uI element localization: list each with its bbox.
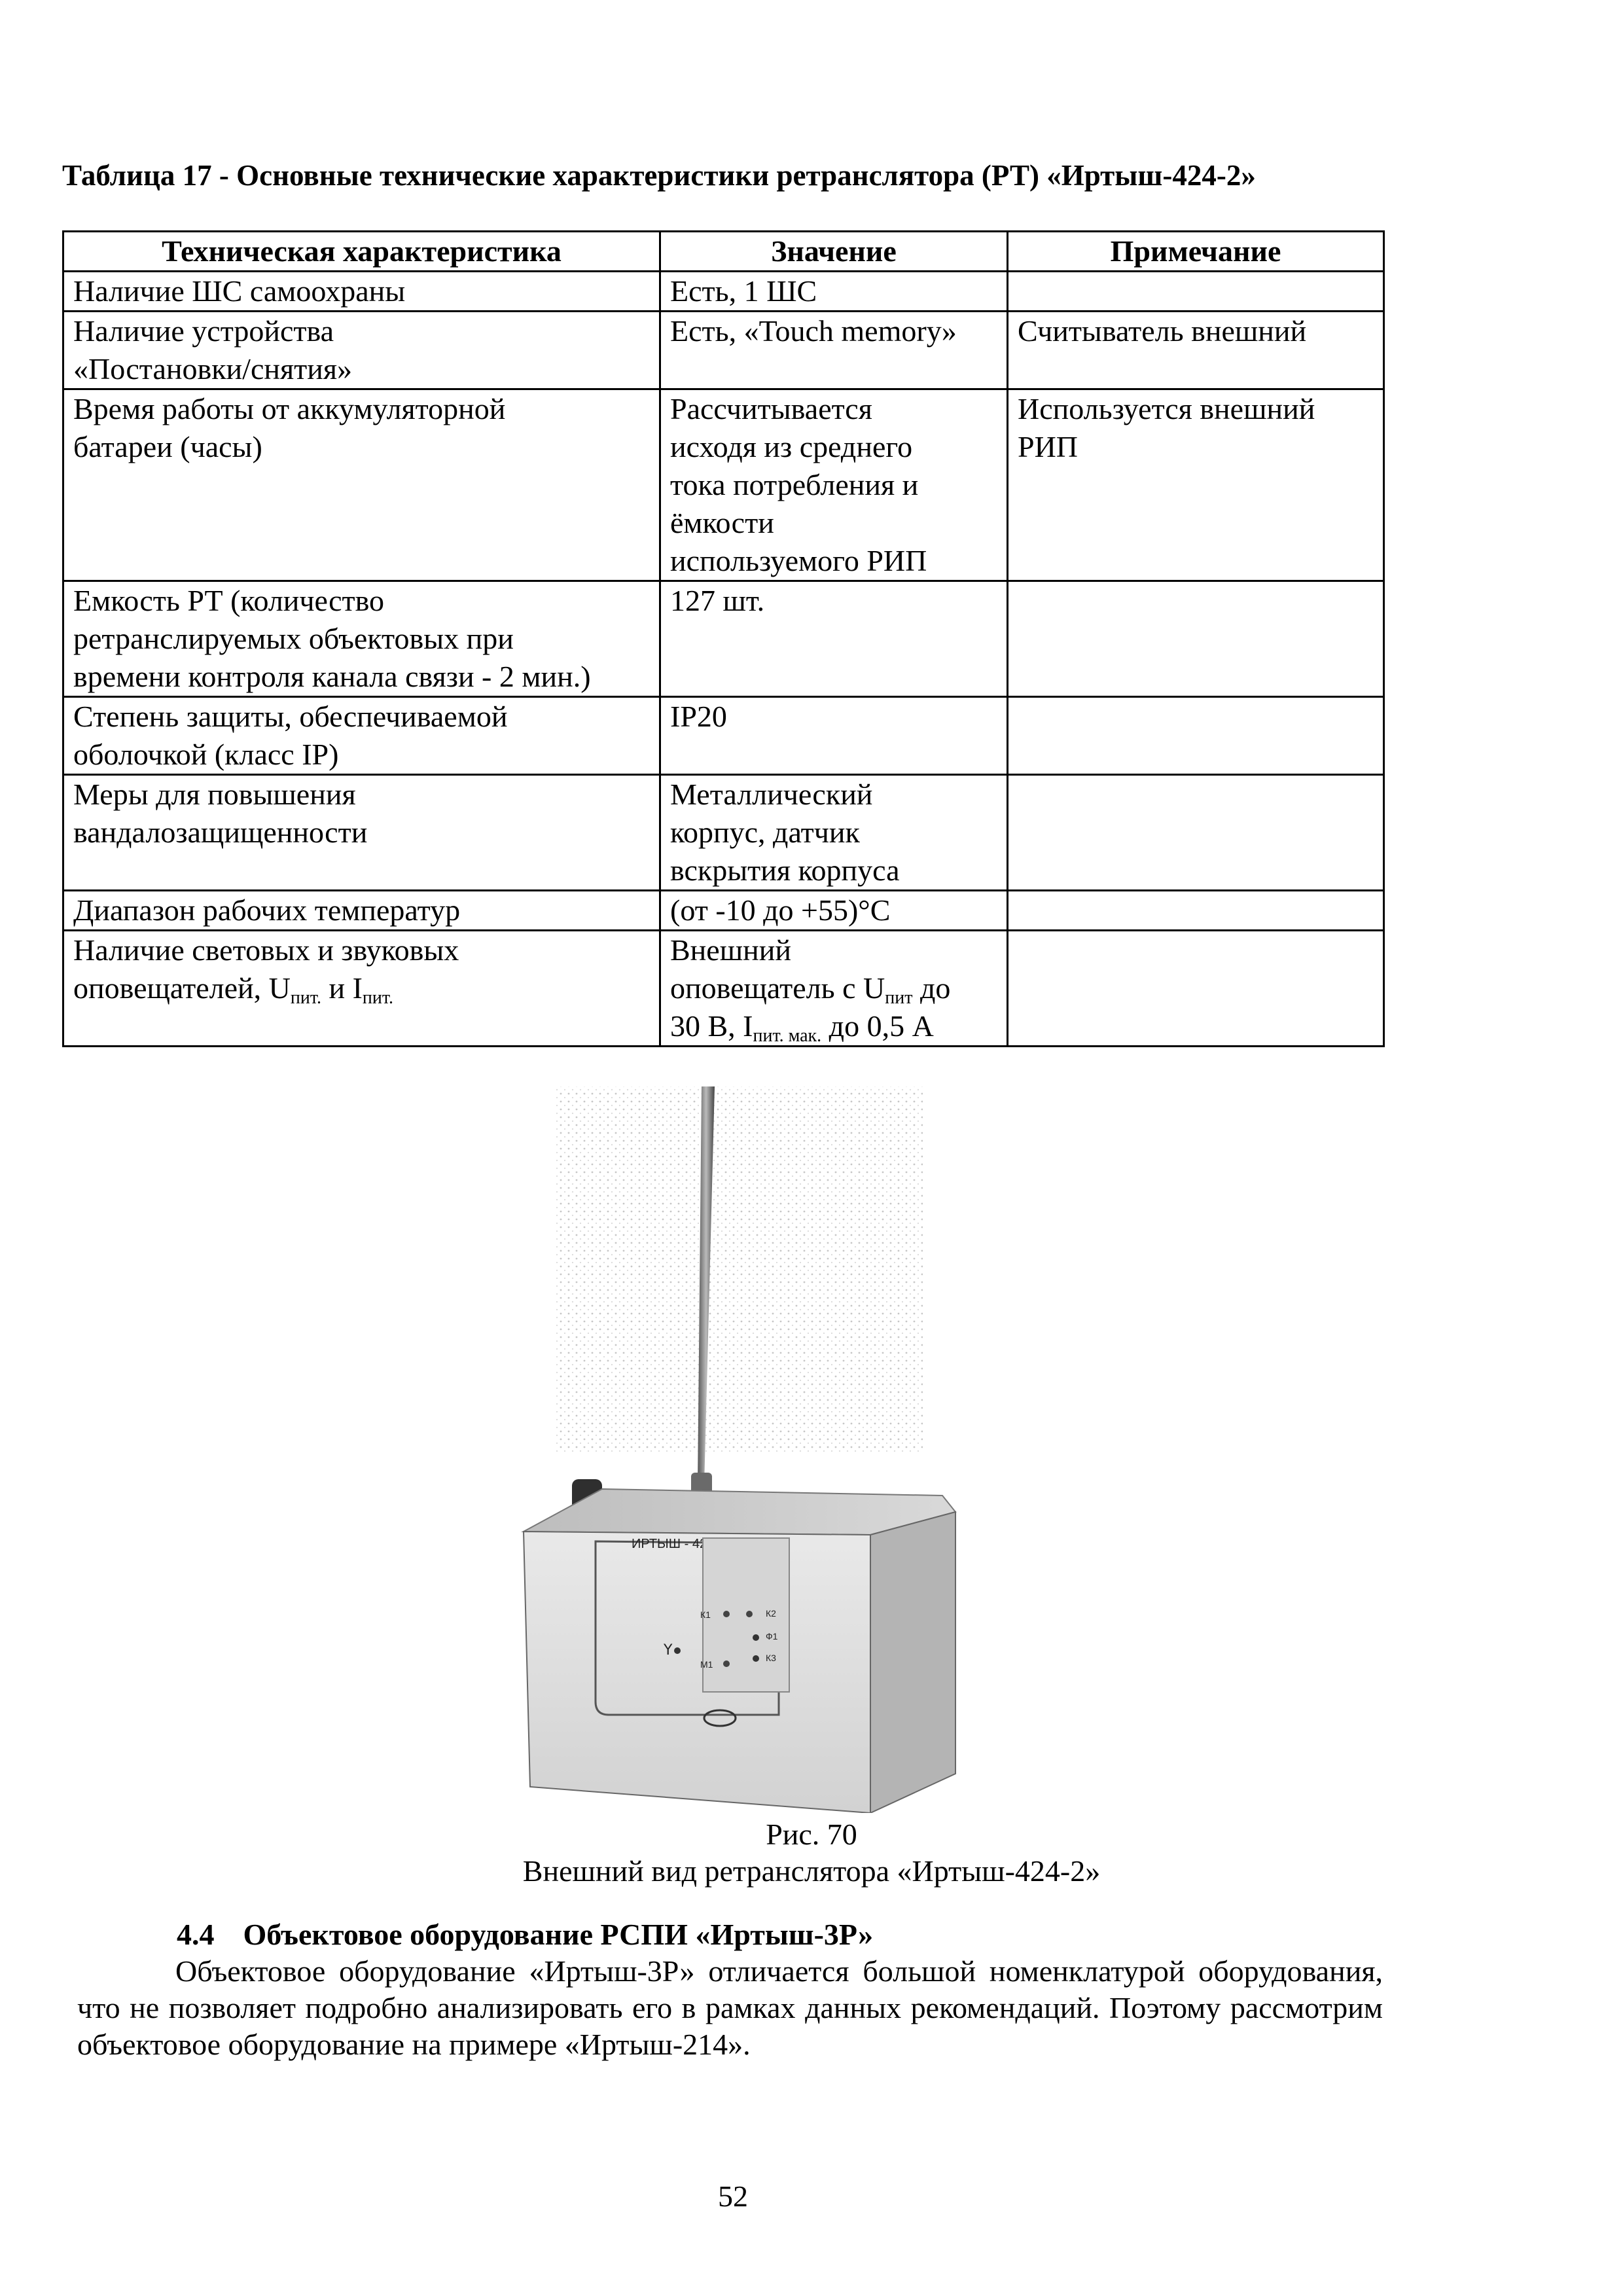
- led-label: К1: [700, 1609, 711, 1620]
- cell-value: Внешний оповещатель с Uпит до 30 В, Iпит…: [659, 929, 1008, 1047]
- value-line: оповещатель с Uпит до: [670, 969, 997, 1007]
- table-caption: Таблица 17 - Основные технические характ…: [62, 159, 1256, 192]
- figure-number: Рис. 70: [766, 1818, 857, 1851]
- page-number: 52: [718, 2179, 748, 2213]
- front-panel-border: [594, 1540, 780, 1716]
- column-header-note: Примечание: [1007, 230, 1385, 272]
- characteristic-text: и I: [321, 971, 363, 1005]
- device-front-face: [522, 1530, 871, 1813]
- cell-characteristic: Наличие ШС самоохраны: [62, 270, 661, 312]
- cell-characteristic: Меры для повышения вандалозащищенности: [62, 774, 661, 891]
- led-indicator: [753, 1655, 759, 1662]
- value-line: 30 В, Iпит. мак. до 0,5 А: [670, 1007, 997, 1045]
- antenna-symbol-icon: Y: [663, 1642, 673, 1659]
- led-label: К3: [766, 1653, 776, 1663]
- value-line: Внешний: [670, 933, 791, 967]
- photo-background-texture: [556, 1086, 923, 1453]
- cell-note: [1007, 889, 1385, 931]
- table-row: Меры для повышения вандалозащищенности М…: [62, 774, 1385, 891]
- value-text: до: [912, 971, 951, 1005]
- characteristic-text: оповещателей, U: [73, 971, 291, 1005]
- characteristic-line: оповещателей, Uпит. и Iпит.: [73, 969, 650, 1007]
- cell-value: Есть, 1 ШС: [659, 270, 1008, 312]
- cell-characteristic: Наличие световых и звуковых оповещателей…: [62, 929, 661, 1047]
- led-label: К2: [766, 1608, 776, 1619]
- value-text: оповещатель с U: [670, 971, 885, 1005]
- indicator-panel: [702, 1537, 790, 1693]
- section-number: 4.4: [177, 1918, 215, 1951]
- value-text: до 0,5 А: [821, 1009, 934, 1043]
- led-label: М1: [700, 1659, 713, 1670]
- body-paragraph: Объектовое оборудование «Иртыш-3Р» отлич…: [77, 1954, 1383, 2061]
- column-header-characteristic: Техническая характеристика: [62, 230, 661, 272]
- subscript: пит.: [362, 988, 394, 1008]
- led-indicator: [723, 1611, 730, 1617]
- table-row: Емкость РТ (количество ретранслируемых о…: [62, 580, 1385, 698]
- figure-caption: Внешний вид ретранслятора «Иртыш-424-2»: [522, 1854, 1101, 1888]
- table-row: Диапазон рабочих температур (от -10 до +…: [62, 889, 1385, 931]
- table-header-row: Техническая характеристика Значение Прим…: [62, 230, 1385, 272]
- led-indicator: [746, 1611, 753, 1617]
- column-header-value: Значение: [659, 230, 1008, 272]
- device-antenna: [698, 1086, 715, 1486]
- cell-characteristic: Емкость РТ (количество ретранслируемых о…: [62, 580, 661, 698]
- led-indicator: [753, 1634, 759, 1641]
- cell-note: Используется внешний РИП: [1007, 388, 1385, 582]
- cell-value: Металлический корпус, датчик вскрытия ко…: [659, 774, 1008, 891]
- subscript: пит: [885, 988, 913, 1008]
- cell-characteristic: Наличие устройства «Постановки/снятия»: [62, 310, 661, 390]
- section-heading: 4.4 Объектовое оборудование РСПИ «Иртыш-3…: [177, 1916, 873, 1953]
- cell-value: (от -10 до +55)°С: [659, 889, 1008, 931]
- cell-note: [1007, 696, 1385, 776]
- cell-note: [1007, 270, 1385, 312]
- table-row: Наличие устройства «Постановки/снятия» Е…: [62, 310, 1385, 390]
- table-row: Наличие ШС самоохраны Есть, 1 ШС: [62, 270, 1385, 312]
- cell-value: Есть, «Touch memory»: [659, 310, 1008, 390]
- cell-note: [1007, 774, 1385, 891]
- section-title: Объектовое оборудование РСПИ «Иртыш-3Р»: [243, 1918, 874, 1951]
- cell-value: Рассчитывается исходя из среднего тока п…: [659, 388, 1008, 582]
- table-row: Степень защиты, обеспечиваемой оболочкой…: [62, 696, 1385, 776]
- specifications-table: Техническая характеристика Значение Прим…: [62, 230, 1385, 1047]
- device-label: ИРТЫШ - 424: [632, 1537, 714, 1551]
- cell-characteristic: Время работы от аккумуляторной батареи (…: [62, 388, 661, 582]
- cell-characteristic: Диапазон рабочих температур: [62, 889, 661, 931]
- manufacturer-logo: [703, 1709, 737, 1727]
- cell-value: IP20: [659, 696, 1008, 776]
- value-text: 30 В, I: [670, 1009, 753, 1043]
- led-label: Ф1: [766, 1631, 778, 1641]
- led-indicator: [723, 1660, 730, 1667]
- cell-note: [1007, 580, 1385, 698]
- subscript: пит. мак.: [753, 1026, 822, 1046]
- device-side-face: [870, 1511, 956, 1813]
- cell-note: Считыватель внешний: [1007, 310, 1385, 390]
- led-indicator: [674, 1647, 681, 1654]
- cell-note: [1007, 929, 1385, 1047]
- table-row: Наличие световых и звуковых оповещателей…: [62, 929, 1385, 1047]
- device-top-face: [521, 1488, 957, 1536]
- table-row: Время работы от аккумуляторной батареи (…: [62, 388, 1385, 582]
- characteristic-line: Наличие световых и звуковых: [73, 933, 459, 967]
- cell-characteristic: Степень защиты, обеспечиваемой оболочкой…: [62, 696, 661, 776]
- device-photo: ИРТЫШ - 424 К1 К2 Ф1 М1 К3 Y: [504, 1060, 975, 1813]
- subscript: пит.: [290, 988, 321, 1008]
- cell-value: 127 шт.: [659, 580, 1008, 698]
